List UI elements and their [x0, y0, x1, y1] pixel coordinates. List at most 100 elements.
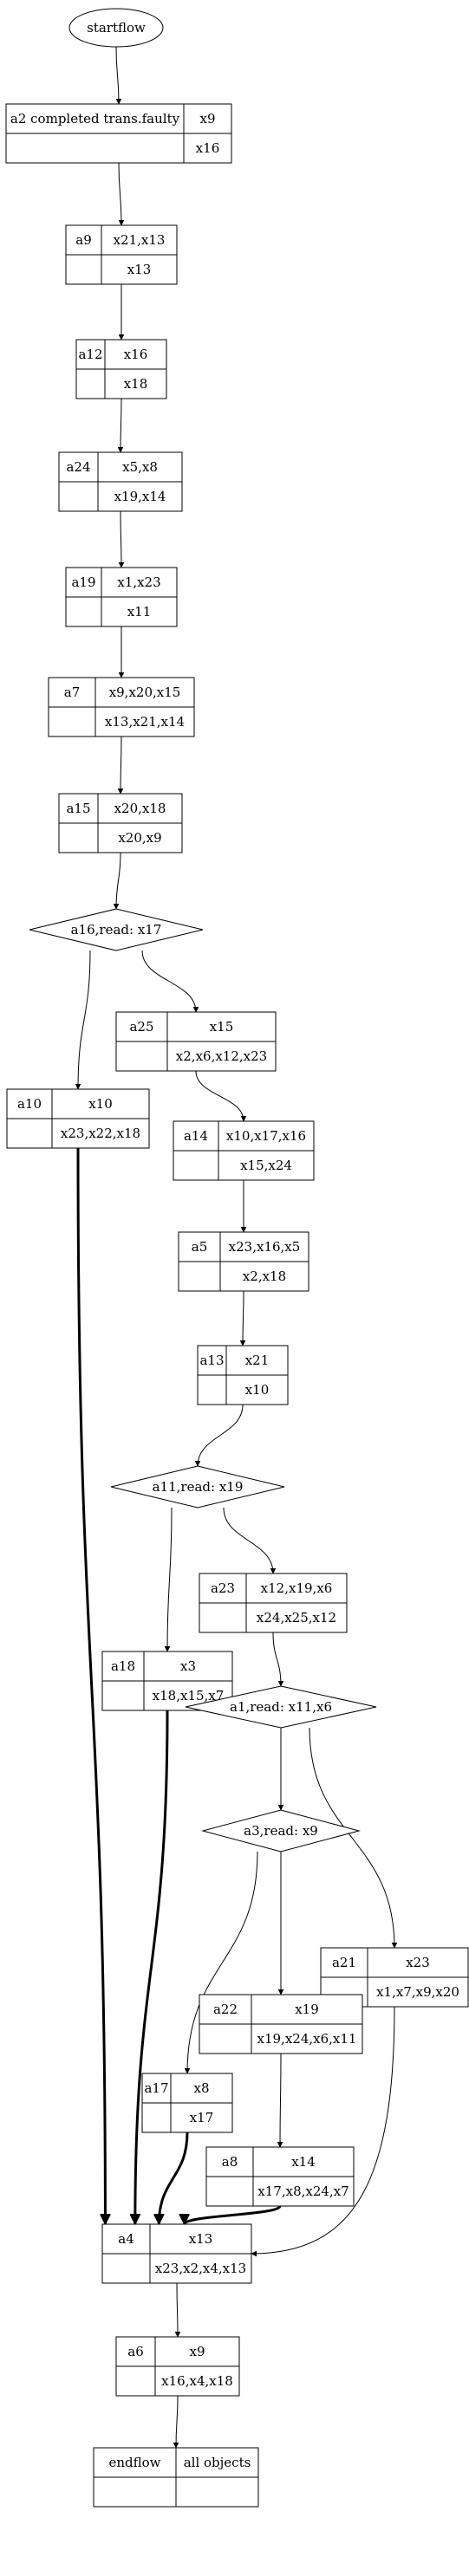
record-outputs-a19: x11	[127, 604, 152, 620]
record-name-a6: a6	[127, 2344, 144, 2359]
record-inputs-a15: x20,x18	[114, 801, 166, 816]
record-outputs-a17: x17	[190, 2110, 214, 2125]
decision-label-a11: a11,read: x19	[153, 1479, 244, 1495]
record-name-a25: a25	[129, 1019, 153, 1035]
edge-a4-a6	[177, 2282, 178, 2337]
record-outputs-a10: x23,x22,x18	[61, 1126, 140, 1141]
record-outputs-a5: x2,x18	[243, 1269, 286, 1284]
edge-a13-a11	[198, 1404, 244, 1466]
edge-start-a2	[115, 46, 119, 104]
edge-a8-a4	[185, 2204, 282, 2226]
record-inputs-a13: x21	[245, 1353, 270, 1368]
decision-a1	[185, 1685, 377, 1729]
record-outputs-a2: x16	[196, 140, 220, 156]
edge-a10-a4	[76, 1147, 105, 2224]
node-a21: a21 x23 x1,x7,x9,x20	[320, 1947, 469, 2008]
record-name-a18: a18	[111, 1658, 135, 1674]
record-outputs-a21: x1,x7,x9,x20	[376, 1984, 459, 2000]
record-name-a12: a12	[78, 347, 102, 362]
decision-a16	[29, 908, 204, 951]
record-outputs-a23: x24,x25,x12	[257, 1610, 336, 1625]
record-name-a2: a2 completed trans.faulty	[10, 111, 180, 127]
record-inputs-end: all objects	[184, 2455, 251, 2470]
node-a12: a12 x16 x18	[75, 339, 167, 399]
record-inputs-a14: x10,x17,x16	[226, 1128, 306, 1144]
edge-a6-end	[176, 2395, 178, 2448]
record-inputs-a17: x8	[193, 2080, 209, 2096]
start-ellipse	[68, 8, 164, 48]
record-name-a7: a7	[64, 685, 81, 700]
edge-a11-a18	[167, 1507, 173, 1651]
node-a25: a25 x15 x2,x6,x12,x23	[115, 1011, 277, 1072]
record-outputs-a8: x17,x8,x24,x7	[257, 2183, 348, 2199]
decision-label-a16: a16,read: x17	[71, 922, 162, 938]
record-inputs-a12: x16	[124, 347, 148, 362]
record-name-a23: a23	[211, 1580, 235, 1596]
start-label: startflow	[87, 20, 146, 36]
node-a3: a3,read: x9	[201, 1809, 361, 1853]
record-name-a5: a5	[192, 1239, 208, 1255]
record-name-a14: a14	[184, 1128, 208, 1144]
node-a13: a13 x21 x10	[197, 1345, 289, 1405]
record-outputs-a14: x15,x24	[240, 1158, 292, 1173]
record-outputs-a22: x19,x24,x6,x11	[257, 2031, 357, 2047]
record-inputs-a8: x14	[291, 2154, 316, 2170]
edge-a5-a13	[243, 1290, 244, 1346]
node-a10: a10 x10 x23,x22,x18	[6, 1088, 150, 1149]
record-inputs-a5: x23,x16,x5	[229, 1239, 301, 1255]
record-inputs-a7: x9,x20,x15	[109, 685, 181, 700]
edge-a21-a4	[251, 2006, 395, 2254]
record-inputs-a24: x5,x8	[122, 459, 158, 475]
record-name-a21: a21	[332, 1955, 356, 1970]
node-a14: a14 x10,x17,x16 x15,x24	[173, 1120, 315, 1181]
record-name-a9: a9	[75, 232, 92, 248]
record-inputs-a23: x12,x19,x6	[261, 1580, 333, 1596]
record-outputs-a6: x16,x4,x18	[161, 2373, 233, 2389]
record-name-a17: a17	[144, 2080, 168, 2096]
record-name-a10: a10	[17, 1096, 42, 1112]
record-inputs-a6: x9	[189, 2344, 205, 2359]
record-inputs-a22: x19	[295, 2002, 319, 2017]
record-inputs-a21: x23	[406, 1955, 430, 1970]
record-outputs-a12: x18	[124, 376, 148, 392]
node-a23: a23 x12,x19,x6 x24,x25,x12	[199, 1573, 348, 1633]
edge-a15-a16	[116, 852, 121, 909]
record-name-a13: a13	[199, 1353, 224, 1368]
decision-label-a3: a3,read: x9	[244, 1823, 318, 1839]
record-inputs-a18: x3	[180, 1658, 196, 1674]
decision-a11	[110, 1465, 285, 1509]
node-a5: a5 x23,x16,x5 x2,x18	[178, 1231, 309, 1292]
record-outputs-a15: x20,x9	[118, 830, 161, 846]
edge-a11-a23	[223, 1507, 273, 1574]
decision-a3	[201, 1809, 361, 1853]
record-inputs-a10: x10	[88, 1096, 113, 1112]
node-a17: a17 x8 x17	[141, 2073, 233, 2133]
record-outputs-a9: x13	[127, 262, 152, 277]
edge-a2-a9	[118, 162, 121, 225]
record-inputs-a19: x1,x23	[117, 574, 160, 590]
edges	[76, 46, 395, 2448]
node-a6: a6 x9 x16,x4,x18	[115, 2336, 240, 2397]
record-name-a22: a22	[213, 2002, 238, 2017]
node-a11: a11,read: x19	[110, 1465, 285, 1509]
node-a22: a22 x19 x19,x24,x6,x11	[199, 1994, 363, 2054]
record-outputs-a4: x23,x2,x4,x13	[155, 2261, 246, 2276]
edge-a3-a17	[187, 1851, 258, 2073]
node-a16: a16,read: x17	[29, 908, 204, 951]
node-a1: a1,read: x11,x6	[185, 1685, 377, 1729]
node-start: startflow	[68, 8, 164, 48]
record-outputs-a13: x10	[245, 1382, 270, 1398]
edge-a25-a14	[195, 1070, 244, 1121]
record-inputs-a25: x15	[210, 1019, 234, 1035]
record-outputs-a25: x2,x6,x12,x23	[176, 1048, 267, 1064]
